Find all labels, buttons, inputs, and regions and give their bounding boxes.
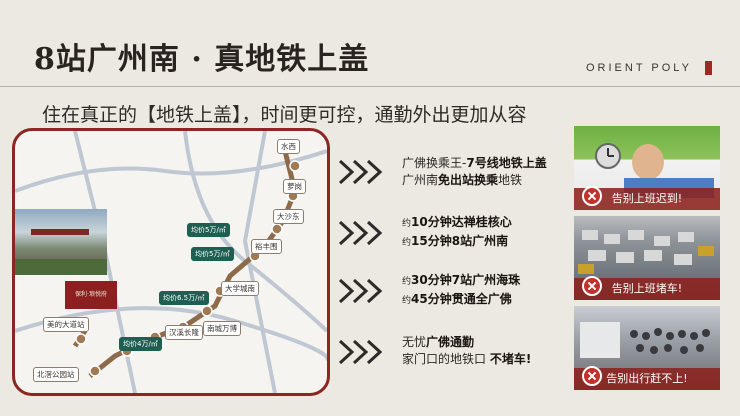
building-photo-ground xyxy=(15,259,107,275)
station-label: 裕丰围 xyxy=(251,239,282,254)
divider xyxy=(0,86,740,87)
traffic-jam-icon xyxy=(578,230,714,274)
page-title: 8站广州南 · 真地铁上盖 xyxy=(34,42,370,77)
photo-column: 告别上班迟到! 告别上班堵车! 告别出行赶不上! xyxy=(574,126,720,390)
chevron-right-icon xyxy=(338,278,383,304)
photo-traffic: 告别上班堵车! xyxy=(574,216,720,300)
price-tag: 均价5万/㎡ xyxy=(187,223,230,237)
benefit-no-traffic: 无忧广佛通勤 家门口的地铁口 不堵车! xyxy=(402,335,532,366)
station-label: 南城万博 xyxy=(203,321,241,336)
project-brand-badge: 保利·琅悦府 xyxy=(65,281,117,309)
price-tag: 均价5万/㎡ xyxy=(191,247,234,261)
logo-seal-icon xyxy=(705,61,712,75)
photo-caption: 告别出行赶不上! xyxy=(574,368,720,390)
cross-icon xyxy=(582,276,602,296)
station-label: 大学城南 xyxy=(221,281,259,296)
chevron-right-icon xyxy=(338,339,383,365)
cross-icon xyxy=(582,186,602,206)
price-tag: 均价6.5万/㎡ xyxy=(159,291,209,305)
station-label: 大沙东 xyxy=(273,209,304,224)
metro-map: 保利·琅悦府 水西 萝岗 大沙东 裕丰围 大学城南 南城万博 汉溪长隆 美的大道… xyxy=(12,128,330,396)
station-label: 水西 xyxy=(277,139,300,154)
benefit-commute-long: 约30分钟7站广州海珠 约45分钟贯通全广佛 xyxy=(402,273,521,306)
cross-icon xyxy=(582,366,602,386)
photo-caption: 告别上班迟到! xyxy=(574,188,720,210)
price-tag: 均价4万/㎡ xyxy=(119,337,162,351)
station-label: 北滘公园站 xyxy=(33,367,79,382)
photo-caption: 告别上班堵车! xyxy=(574,278,720,300)
brand-logo: ORIENT POLY xyxy=(586,62,692,74)
photo-late: 告别上班迟到! xyxy=(574,126,720,210)
station-label: 萝岗 xyxy=(283,179,306,194)
subtitle: 住在真正的【地铁上盖】，时间更可控，通勤外出更加从容 xyxy=(42,104,527,126)
crowd-train-icon xyxy=(580,322,710,358)
building-photo-roof xyxy=(31,229,89,235)
chevron-right-icon xyxy=(338,159,383,185)
station-label: 汉溪长隆 xyxy=(165,325,203,340)
benefit-commute-short: 约10分钟达禅桂核心 约15分钟8站广州南 xyxy=(402,215,512,248)
benefit-transfer: 广佛换乘王-7号线地铁上盖 广州南免出站换乘地铁 xyxy=(402,156,547,187)
photo-crowd: 告别出行赶不上! xyxy=(574,306,720,390)
chevron-right-icon xyxy=(338,220,383,246)
station-label: 美的大道站 xyxy=(43,317,89,332)
